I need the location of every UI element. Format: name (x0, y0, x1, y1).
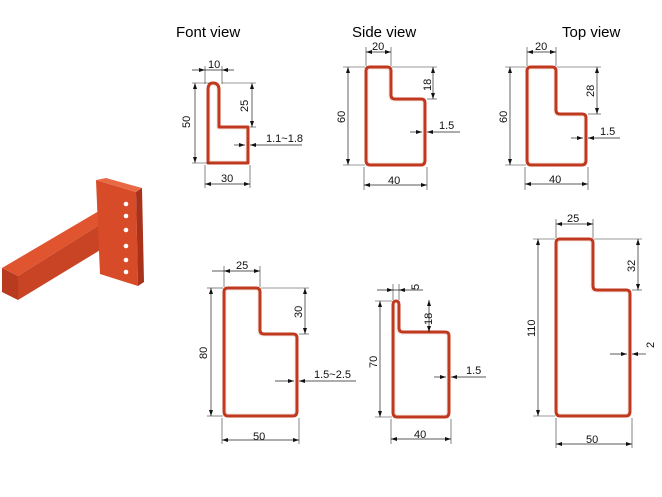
dim-top-large-height: 110 (526, 319, 538, 337)
profile-side-large: 5 70 18 1.5 40 (368, 284, 486, 444)
dim-side-large-top: 5 (410, 284, 422, 290)
dim-front-small-height: 50 (181, 116, 193, 128)
dim-side-small-height: 60 (336, 111, 348, 123)
dim-top-large-step: 32 (626, 260, 638, 272)
dim-front-large-height: 80 (198, 347, 210, 359)
profile-front-large: 25 80 30 1.5~2.5 50 (198, 260, 356, 444)
header-top-view: Top view (562, 24, 621, 41)
dim-top-small-width: 40 (549, 174, 561, 186)
dim-side-small-width: 40 (388, 175, 400, 187)
dim-side-small-thickness: 1.5 (439, 120, 454, 132)
dim-side-small-step: 18 (422, 79, 434, 91)
dim-top-small-thickness: 1.5 (600, 126, 615, 138)
dim-side-large-step: 18 (423, 313, 435, 325)
dim-top-large-top: 25 (567, 213, 579, 225)
dim-front-small-top: 10 (208, 59, 220, 71)
dim-side-large-width: 40 (414, 429, 426, 441)
dim-front-small-width: 30 (221, 173, 233, 185)
dim-top-small-top: 20 (535, 41, 547, 53)
dim-front-small-step: 25 (239, 100, 251, 112)
profile-top-large: 25 110 32 2 50 (526, 213, 657, 448)
header-side-view: Side view (352, 24, 416, 41)
dim-front-small-thickness: 1.1~1.8 (266, 133, 303, 145)
dim-side-large-thickness: 1.5 (466, 365, 481, 377)
beam-3d-illustration (2, 178, 144, 300)
header-front-view: Font view (176, 24, 240, 41)
dim-top-large-thickness: 2 (645, 342, 657, 348)
profile-side-small: 20 60 18 1.5 40 (336, 41, 460, 190)
dim-front-large-step: 30 (293, 306, 305, 318)
dim-side-large-height: 70 (368, 356, 380, 368)
dim-top-small-step: 28 (585, 85, 597, 97)
profile-top-small: 20 60 28 1.5 40 (498, 41, 620, 190)
dim-top-large-width: 50 (586, 434, 598, 446)
dim-front-large-width: 50 (253, 431, 265, 443)
dim-side-small-top: 20 (372, 41, 384, 53)
dim-front-large-top: 25 (236, 260, 248, 272)
profile-front-small: 10 50 25 1.1~1.8 30 (181, 59, 303, 188)
dim-front-large-thickness: 1.5~2.5 (314, 369, 351, 381)
dim-top-small-height: 60 (498, 111, 510, 123)
